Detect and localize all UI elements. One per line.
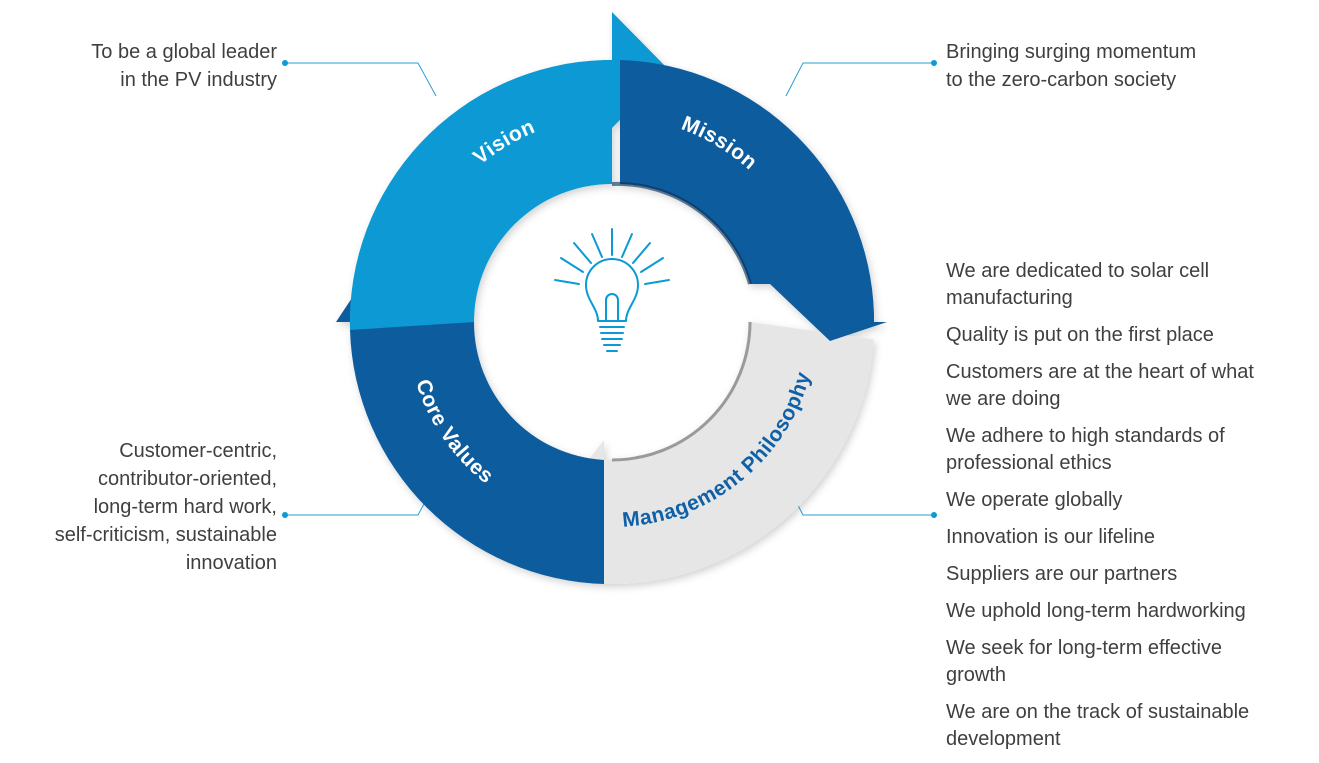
- core-values-line: self-criticism, sustainable: [54, 524, 277, 546]
- mission-line: to the zero-carbon society: [946, 69, 1177, 91]
- philosophy-item: We operate globally: [946, 489, 1123, 511]
- vision-line: To be a global leader: [91, 41, 277, 63]
- philosophy-segment: [555, 322, 874, 585]
- philosophy-list: We are dedicated to solar cell manufactu…: [946, 258, 1306, 763]
- mission-connector: [785, 60, 937, 97]
- mission-line: Bringing surging momentum: [946, 41, 1197, 63]
- vision-segment: [349, 12, 669, 330]
- core-values-line: long-term hard work,: [93, 496, 277, 518]
- vision-connector: [282, 60, 437, 97]
- philosophy-item: We are on the track of sustainable devel…: [946, 701, 1250, 750]
- vision-description: To be a global leader in the PV industry: [20, 38, 277, 94]
- core-values-line: innovation: [185, 552, 277, 574]
- philosophy-item: Suppliers are our partners: [946, 563, 1178, 585]
- philosophy-item: We are dedicated to solar cell manufactu…: [946, 260, 1210, 309]
- core-values-line: Customer-centric,: [119, 440, 277, 462]
- mission-segment: [620, 60, 887, 341]
- core-values-description: Customer-centric, contributor-oriented, …: [10, 437, 277, 577]
- philosophy-item: We adhere to high standards of professio…: [946, 425, 1225, 474]
- philosophy-item: Quality is put on the first place: [946, 324, 1214, 346]
- core-values-line: contributor-oriented,: [98, 468, 277, 490]
- mission-description: Bringing surging momentum to the zero-ca…: [946, 38, 1286, 94]
- philosophy-item: We seek for long-term effective growth: [946, 637, 1223, 686]
- lightbulb-icon: [554, 228, 670, 352]
- vision-line: in the PV industry: [120, 69, 277, 91]
- philosophy-item: Innovation is our lifeline: [946, 526, 1156, 548]
- philosophy-item: We uphold long-term hardworking: [946, 600, 1246, 622]
- philosophy-item: Customers are at the heart of what we ar…: [946, 361, 1254, 410]
